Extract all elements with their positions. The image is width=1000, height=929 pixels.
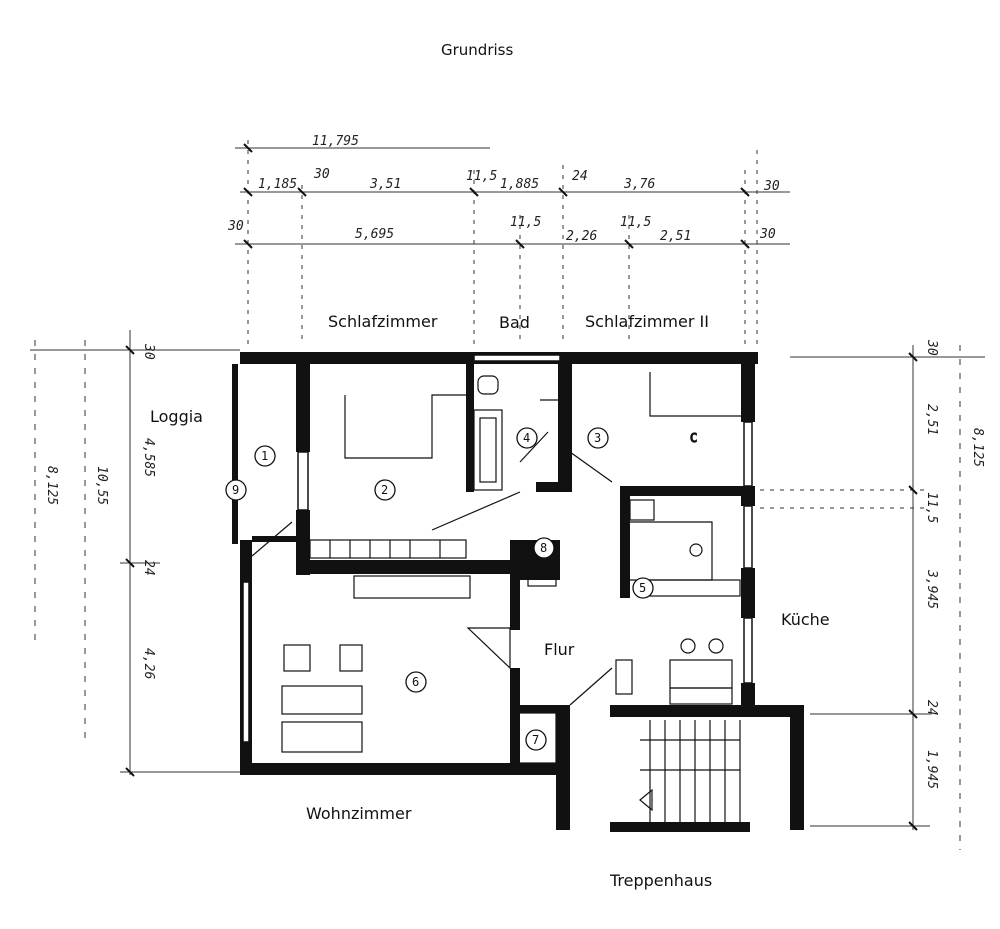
dim-top-r1-2: 3,51 xyxy=(369,177,401,192)
room-number-1: 1 xyxy=(261,449,268,463)
room-label-loggia: Loggia xyxy=(150,407,203,426)
dimension-ticks xyxy=(125,143,918,831)
svg-text:C: C xyxy=(690,431,697,445)
room-label-wohnzimmer: Wohnzimmer xyxy=(306,804,412,823)
windows xyxy=(242,354,753,743)
dim-top-r2-3: 2,26 xyxy=(566,229,597,244)
dim-top-r2-0: 30 xyxy=(227,219,244,234)
room-label-bad: Bad xyxy=(499,313,530,332)
dim-top-r1-0: 1,185 xyxy=(258,177,297,192)
room-number-6: 6 xyxy=(412,675,419,689)
dimension-lines xyxy=(30,140,985,850)
room-number-2: 2 xyxy=(381,483,388,497)
dim-left-0: 30 xyxy=(141,343,156,360)
dim-top-r2-5: 2,51 xyxy=(660,229,691,244)
room-number-7: 7 xyxy=(532,733,539,747)
room-label-schlafzimmer-2: Schlafzimmer II xyxy=(585,312,709,331)
dim-right-4: 3,945 xyxy=(924,569,939,609)
dim-top-r2-6: 30 xyxy=(759,227,776,242)
dim-top-r1-7: 30 xyxy=(763,179,780,194)
room-number-3: 3 xyxy=(594,431,601,445)
dim-right-1: 2,51 xyxy=(924,404,939,435)
dim-right-5: 24 xyxy=(924,700,939,716)
dim-right-6: 1,945 xyxy=(924,750,939,789)
dim-left-1: 4,585 xyxy=(141,438,156,477)
dim-top-r1-4: 1,885 xyxy=(500,177,539,192)
dim-top-r1-1: 30 xyxy=(313,167,330,182)
room-number-9: 9 xyxy=(232,483,239,497)
dim-right-2: 8,125 xyxy=(970,428,985,467)
room-number-5: 5 xyxy=(639,581,646,595)
dim-top-r1-3: 11,5 xyxy=(466,169,497,184)
room-label-treppenhaus: Treppenhaus xyxy=(610,871,713,890)
page-title: Grundriss xyxy=(441,41,514,59)
dim-top-r2-1: 5,695 xyxy=(355,227,394,242)
room-number-4: 4 xyxy=(523,431,530,445)
room-number-8: 8 xyxy=(540,541,547,555)
dim-right-3: 11,5 xyxy=(924,492,939,523)
dim-top-r1-5: 24 xyxy=(572,169,588,184)
dim-right-0: 30 xyxy=(924,339,939,356)
dim-left-3: 8,125 xyxy=(44,466,59,505)
room-label-flur: Flur xyxy=(544,640,575,659)
room-label-kueche: Küche xyxy=(781,610,830,629)
dim-left-5: 4,26 xyxy=(141,648,156,679)
dim-top-r2-4: 11,5 xyxy=(620,215,651,230)
dim-top-r1-6: 3,76 xyxy=(623,177,655,192)
dim-top-r2-2: 11,5 xyxy=(510,215,541,230)
dim-left-2: 10,55 xyxy=(94,466,109,505)
room-label-schlafzimmer: Schlafzimmer xyxy=(328,312,438,331)
fixtures: C xyxy=(251,372,741,822)
dim-left-4: 24 xyxy=(141,560,156,576)
room-number-markers xyxy=(225,427,654,751)
dim-top-total: 11,795 xyxy=(312,134,359,149)
